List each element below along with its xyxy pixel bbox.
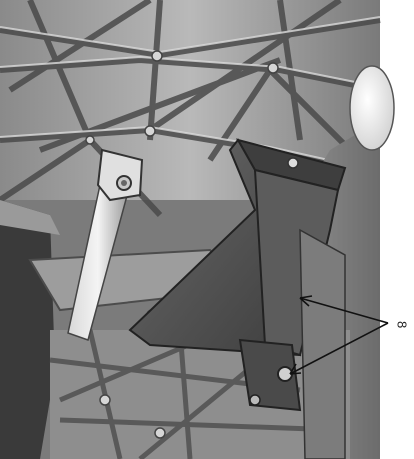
illustration-area	[0, 0, 395, 459]
support-rod	[67, 148, 144, 341]
mounting-bracket	[128, 138, 347, 412]
callout-label: 8	[394, 320, 410, 328]
arrow-icon	[289, 295, 389, 375]
bulb	[349, 65, 395, 151]
